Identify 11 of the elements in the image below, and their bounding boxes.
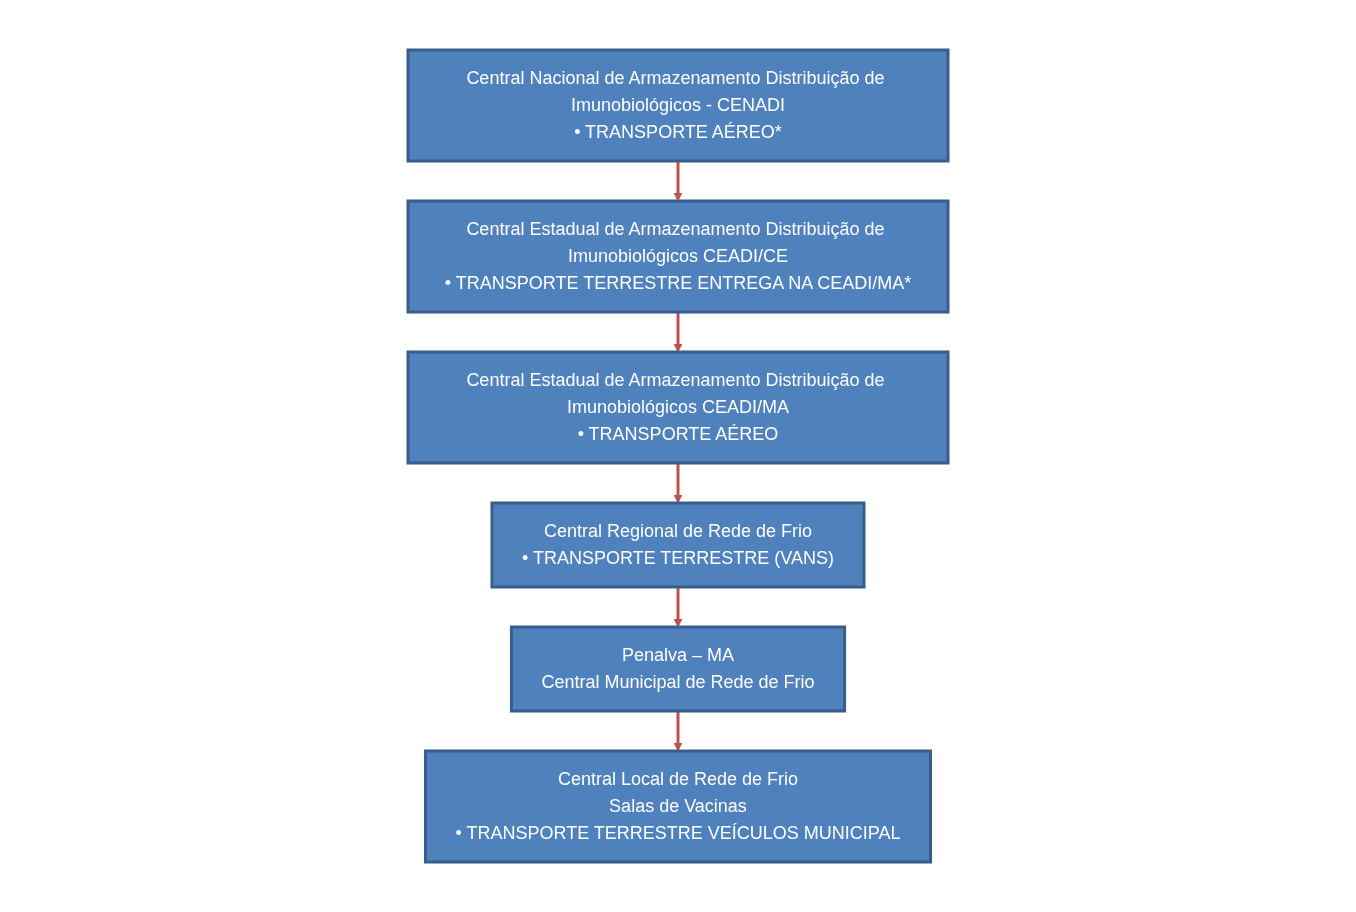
node-box: Penalva – MA Central Municipal de Rede de Frio — [509, 625, 847, 713]
node-box: Central Local de Rede de Frio Salas de Vacinas • TRANSPORTE TERRESTRE VEÍCULOS MUNICIPAL — [423, 749, 933, 864]
arrow — [673, 587, 683, 628]
node-box: Central Estadual de Armazenamento Distribuição de Imunobiológicos CEADI/CE • TRANSPORTE TERRESTRE ENTREGA NA CEADI/MA* — [406, 199, 950, 314]
arrow — [673, 312, 683, 353]
arrow — [673, 711, 683, 752]
arrow — [673, 161, 683, 202]
node-box: Central Estadual de Armazenamento Distribuição de Imunobiológicos CEADI/MA • TRANSPORTE AÉREO — [406, 350, 950, 465]
node-box: Central Nacional de Armazenamento Distribuição de Imunobiológicos - CENADI • TRANSPORTE AÉREO* — [406, 48, 950, 163]
arrow — [673, 463, 683, 504]
node-box: Central Regional de Rede de Frio • TRANSPORTE TERRESTRE (VANS) — [490, 501, 866, 589]
